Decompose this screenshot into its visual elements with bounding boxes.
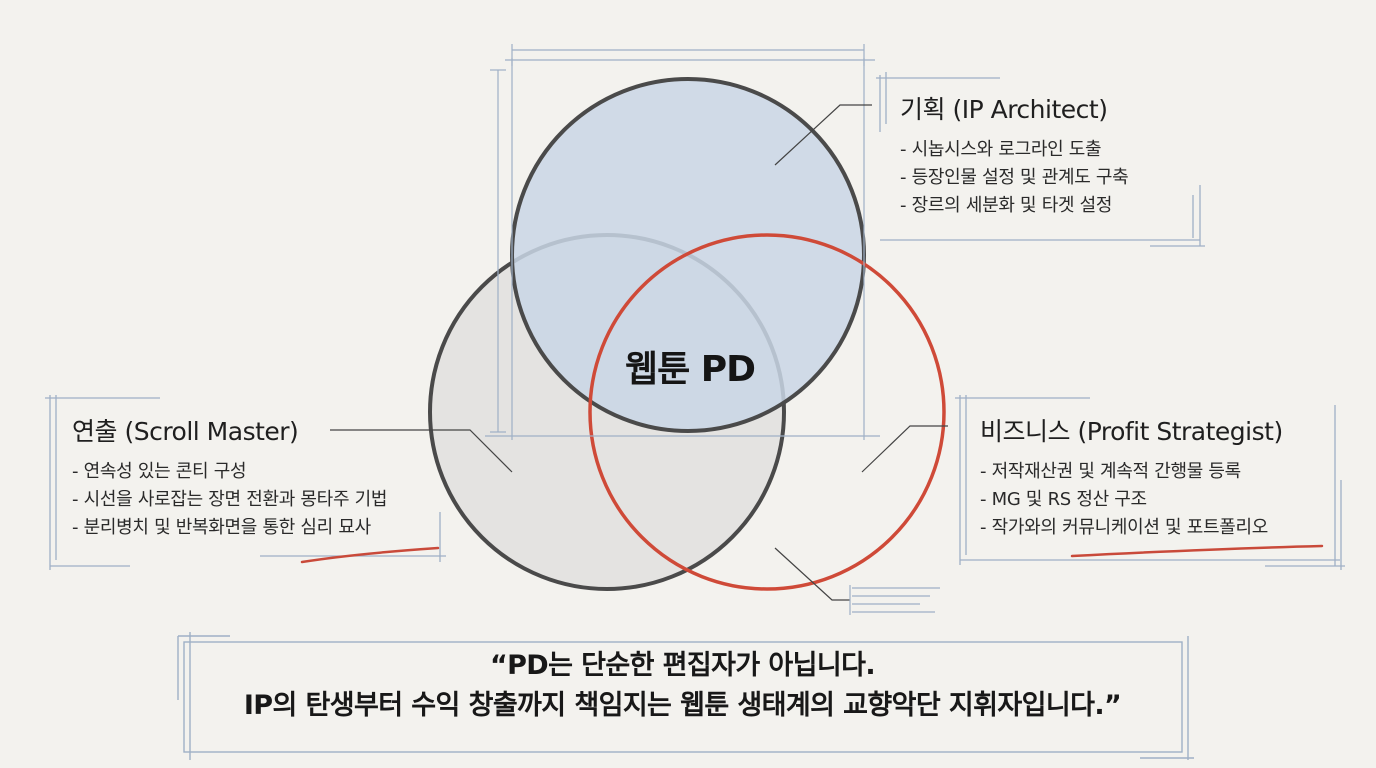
hatch-decoration <box>849 585 940 615</box>
planning-item: - 장르의 세분화 및 타겟 설정 <box>900 195 1113 216</box>
directing-block: 연출 (Scroll Master) - 연속성 있는 콘티 구성 - 시선을 … <box>72 412 387 542</box>
directing-item: - 연속성 있는 콘티 구성 <box>72 461 247 482</box>
planning-block: 기획 (IP Architect) - 시놉시스와 로그라인 도출 - 등장인물… <box>900 90 1129 220</box>
directing-item: - 분리병치 및 반복화면을 통한 심리 묘사 <box>72 517 371 538</box>
quote-line-1: “PD는 단순한 편집자가 아닙니다. <box>489 650 876 681</box>
directing-items: - 연속성 있는 콘티 구성 - 시선을 사로잡는 장면 전환과 몽타주 기법 … <box>72 458 387 542</box>
planning-frame <box>876 72 1205 247</box>
directing-title: 연출 (Scroll Master) <box>72 417 299 446</box>
directing-underline <box>300 546 440 564</box>
planning-item: - 시놉시스와 로그라인 도출 <box>900 139 1102 160</box>
quote-box: “PD는 단순한 편집자가 아닙니다. IP의 탄생부터 수익 창출까지 책임지… <box>190 646 1175 726</box>
center-label: 웹툰 PD <box>624 349 756 390</box>
quote-frame <box>177 632 1194 760</box>
business-items: - 저작재산권 및 계속적 간행물 등록 - MG 및 RS 정산 구조 - 작… <box>980 458 1283 542</box>
planning-title: 기획 (IP Architect) <box>900 95 1108 124</box>
directing-item: - 시선을 사로잡는 장면 전환과 몽타주 기법 <box>72 489 388 510</box>
leader-lines <box>330 104 948 601</box>
planning-items: - 시놉시스와 로그라인 도출 - 등장인물 설정 및 관계도 구축 - 장르의… <box>900 136 1129 220</box>
business-frame <box>955 395 1345 570</box>
business-block: 비즈니스 (Profit Strategist) - 저작재산권 및 계속적 간… <box>980 412 1283 542</box>
planning-item: - 등장인물 설정 및 관계도 구축 <box>900 167 1129 188</box>
directing-frame <box>45 395 446 570</box>
business-item: - MG 및 RS 정산 구조 <box>980 489 1147 510</box>
quote-line-2: IP의 탄생부터 수익 창출까지 책임지는 웹툰 생태계의 교향악단 지휘자입니… <box>243 690 1122 721</box>
guide-lines <box>485 44 880 440</box>
business-title: 비즈니스 (Profit Strategist) <box>980 417 1283 446</box>
business-item: - 저작재산권 및 계속적 간행물 등록 <box>980 461 1241 482</box>
business-circle <box>588 233 946 591</box>
business-underline <box>1070 544 1324 558</box>
business-item: - 작가와의 커뮤니케이션 및 포트폴리오 <box>980 517 1269 538</box>
